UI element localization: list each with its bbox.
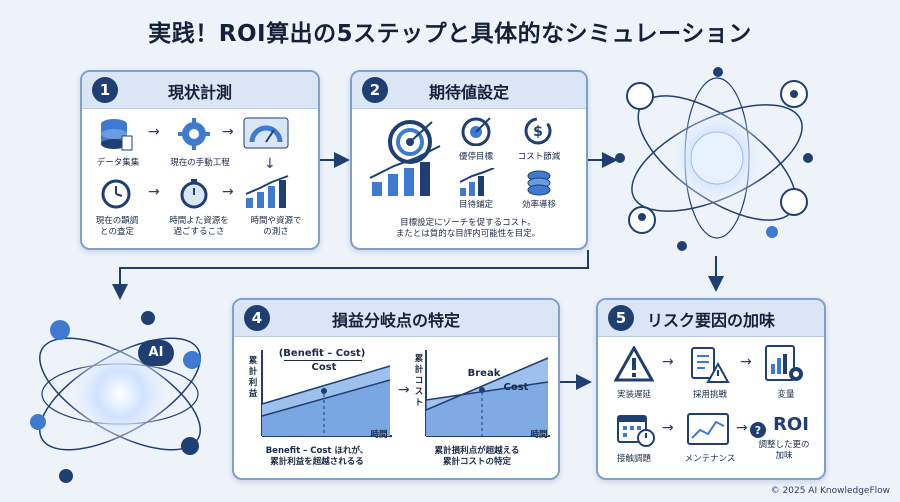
step5-label-2: 変量: [777, 390, 795, 400]
growth-chart-icon: [245, 175, 289, 208]
step4-card: 4 損益分岐点の特定 累計利益 (Benefit – Cost) Cost 時間…: [232, 298, 560, 480]
step4-note-1: Benefit – Cost ほれが、 累計利益を超越されるる: [265, 446, 369, 467]
checklist-warning-icon: [691, 347, 730, 383]
step4-note-2: 累計損利点が超越える 累計コストの特定: [434, 446, 520, 467]
maintenance-chart-icon: [687, 413, 729, 445]
step1-arrow-c: ↓: [264, 156, 276, 172]
warning-icon: [614, 346, 654, 382]
step4-header: 4 損益分岐点の特定: [234, 300, 558, 337]
step1-label-4: 時間や資源で の測さ: [250, 216, 302, 237]
step5-arrow-b: →: [740, 354, 752, 370]
ai-network-orb-1: [615, 67, 813, 251]
chart2-break-label: Break: [467, 368, 501, 379]
step2-label-2: 目待鋪定: [458, 200, 493, 210]
step5-arrow-c: →: [662, 420, 674, 436]
svg-text:?: ?: [755, 424, 761, 437]
chart2-ylabel: 累計コスト: [414, 354, 424, 408]
step5-badge: 5: [608, 305, 634, 331]
break-even-chart-2: [425, 350, 550, 437]
step2-title: 期待値設定: [428, 83, 509, 102]
svg-text:$: $: [533, 124, 543, 140]
step1-arrow-d: →: [148, 184, 160, 200]
ai-badge: AI: [138, 340, 174, 366]
arrow-step2-orb2: [112, 250, 589, 300]
chart1-formula-divider: [284, 360, 362, 361]
step2-header: 2 期待値設定: [352, 72, 586, 109]
step5-label-4: メンテナンス: [684, 454, 736, 464]
gauge-icon: [243, 117, 289, 149]
step5-label-1: 採用挑戦: [692, 390, 727, 400]
chart1-formula-bottom: Cost: [311, 362, 337, 373]
node-icon-a: [626, 82, 654, 110]
footer-copyright: © 2025 AI KnowledgeFlow: [770, 486, 890, 496]
step1-header: 1 現状計測: [82, 72, 318, 109]
ai-badge-label: AI: [148, 345, 164, 360]
step1-label-1: 現在の手動工程: [170, 158, 230, 168]
chart1-xlabel: 時間: [370, 430, 388, 440]
step5-header: 5 リスク要因の加味: [598, 300, 824, 337]
step5-card: 5 リスク要因の加味 → → 実装遅延 採用挑戦 変量 → →: [596, 298, 826, 480]
step4-inner-arrow: →: [398, 382, 410, 398]
step1-title: 現状計測: [167, 83, 232, 102]
step1-card: 1 現状計測 → → データ集集 現在の手動工程 ↓ → →: [80, 70, 320, 250]
page-title: 実践！ROI算出の5ステップと具体的なシミュレーション: [148, 21, 752, 47]
clock-icon: [101, 179, 131, 209]
database-icon: [101, 119, 133, 151]
step5-label-5: 調整した更の 加味: [758, 440, 810, 461]
share-node-icon: [780, 188, 808, 216]
step1-badge: 1: [92, 77, 118, 103]
break-even-chart-1: [261, 350, 392, 437]
step5-arrow-d: →: [736, 420, 748, 436]
chart2-cost-label: Cost: [503, 382, 529, 393]
step1-arrow-e: →: [222, 184, 234, 200]
step1-label-3: 時間よた資源を 過ごするこさ: [169, 216, 229, 237]
ai-network-orb-2: [30, 311, 201, 483]
calendar-clock-icon: [617, 415, 655, 447]
step2-badge: 2: [362, 77, 388, 103]
goal-target-icon: [461, 117, 491, 146]
dollar-cycle-icon: $: [524, 117, 552, 145]
step2-card: 2 期待値設定 $ 優停目標 コスト節減 目待鋪定 効率導移 目標設定にゾーチを…: [350, 70, 588, 250]
step1-arrow-b: →: [222, 124, 234, 140]
chart1-formula-top: (Benefit – Cost): [278, 348, 366, 359]
question-icon: ?: [750, 422, 766, 438]
chart2-xlabel: 時間: [530, 430, 548, 440]
stopwatch-icon: [180, 179, 208, 209]
chart1-ylabel: 累計利益: [248, 356, 258, 399]
step2-label-1: コスト節減: [517, 152, 561, 162]
step5-arrow-a: →: [662, 354, 674, 370]
step2-note: 目標設定にゾーチを促するコスト。 またとは質的な目評内可能性を目定。: [395, 218, 541, 239]
step5-label-0: 実装遅延: [616, 390, 651, 400]
coin-stack-icon: [527, 170, 551, 196]
target-chart-icon: [369, 120, 441, 196]
gear-icon: [178, 118, 210, 150]
step4-title: 損益分岐点の特定: [331, 311, 460, 330]
step4-badge: 4: [244, 305, 270, 331]
step1-label-0: データ集集: [96, 158, 140, 168]
step1-label-2: 現在の顕調 との査定: [95, 216, 139, 237]
roi-label: ROI: [773, 414, 809, 435]
rising-bars-icon: [459, 168, 495, 196]
step2-label-3: 効率導移: [521, 200, 556, 210]
step5-title: リスク要因の加味: [646, 311, 775, 330]
report-gear-icon: [765, 345, 803, 381]
step1-arrow-a: →: [148, 124, 160, 140]
step5-label-3: 接触調題: [616, 454, 651, 464]
step2-label-0: 優停目標: [458, 152, 493, 162]
